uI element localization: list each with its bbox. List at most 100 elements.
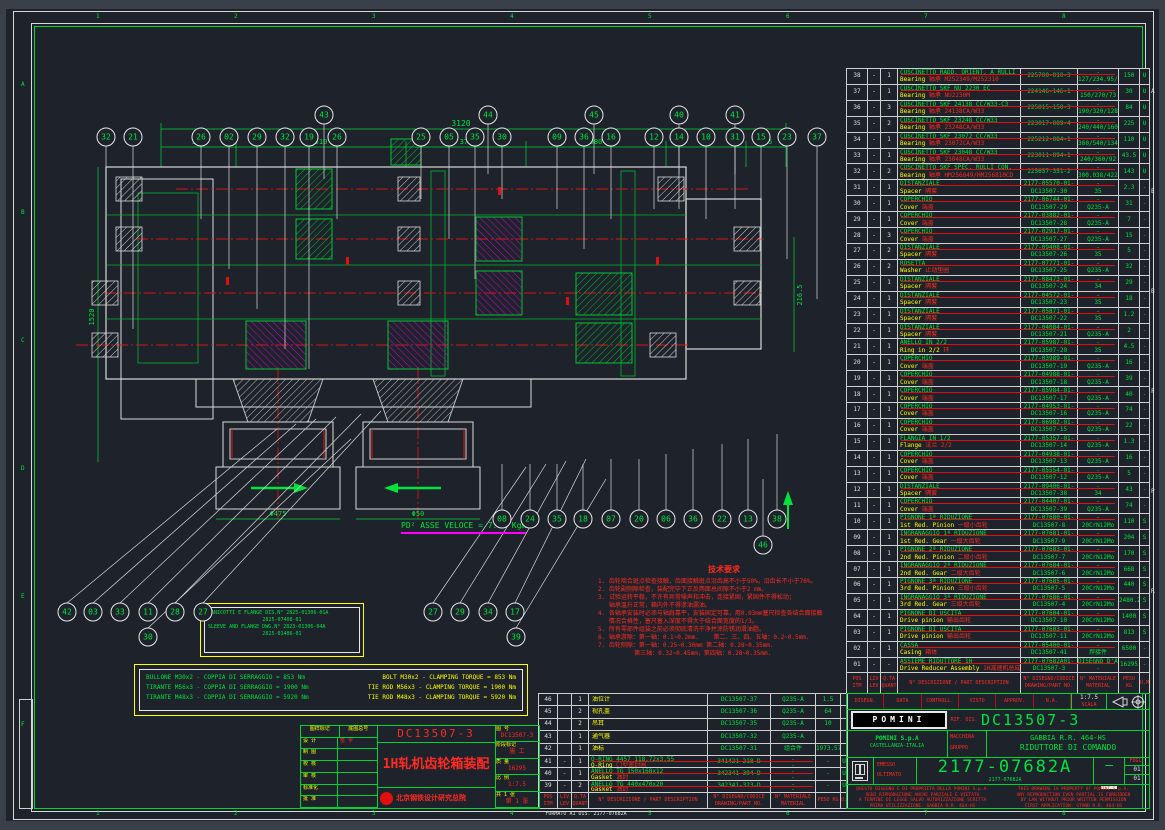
pos-cell: 36 xyxy=(847,101,867,116)
table-row: 08-1PIGNONE 2ª RIDUZIONE2nd Red. Pinion … xyxy=(847,545,1149,561)
pos-cell: 02 xyxy=(847,642,867,657)
qty-cell: 1 xyxy=(880,180,897,195)
weight-cell: 1.5 xyxy=(815,694,840,705)
balloon-callout: 06 xyxy=(657,510,676,529)
qty-cell: 1 xyxy=(880,149,897,164)
sig-header-cell: 图样标记 xyxy=(301,726,340,737)
lev-cell: - xyxy=(867,355,880,370)
unit-cell: - xyxy=(1139,387,1149,402)
technical-notes: 技术要求 1. 齿轮啮合斑点检查接触，齿面接触斑点沿齿高不小于50%，沿齿长不小… xyxy=(598,565,850,658)
part-number-cell: 225657-351-2 xyxy=(1020,164,1077,179)
material-cell: -360/540/134 xyxy=(1077,133,1118,148)
qty-cell: 1 xyxy=(880,419,897,434)
leader-line xyxy=(516,479,606,628)
pallet-icon xyxy=(847,758,874,784)
lev-cell: - xyxy=(867,435,880,450)
torque-english: TIE ROD M48x3 - CLAMPING TORQUE = 5920 N… xyxy=(368,694,516,702)
description-cell: DISTANZIALESpacer 隔套 xyxy=(897,292,1020,307)
table-row: 29-1COPERCHIOCover 端盖2177-03882-01-DC135… xyxy=(847,211,1149,227)
unit-cell: - xyxy=(1139,228,1149,243)
table-row: 15-1FLANGIA IN 1/2Flange 法兰 2/22177-0535… xyxy=(847,434,1149,450)
material-cell: -35 xyxy=(1077,292,1118,307)
balloon-callout: 32 xyxy=(276,128,295,147)
unit-cell: S xyxy=(1139,530,1149,545)
description-cell: COPERCHIOCover 端盖 xyxy=(897,196,1020,211)
header-cell: N° DISEGNO/CODICE DRAWING/PART NO. xyxy=(707,793,770,808)
revision-strike-line xyxy=(901,74,1115,75)
description-cell: PIGNONE 3ª RIDUZIONE3rd Red. Pinion 三级小齿… xyxy=(897,578,1020,593)
qty-cell: 1 xyxy=(880,196,897,211)
lev-cell xyxy=(557,744,571,755)
part-number-cell: 2177-07771-01-DC13507-25 xyxy=(1020,260,1077,275)
qty-cell: 1 xyxy=(880,355,897,370)
part-number-cell: 2177-06744-01-DC13507-29 xyxy=(1020,196,1077,211)
cn-field-value: DC13507-3 xyxy=(495,732,539,739)
qty-cell: 1 xyxy=(880,371,897,386)
unit-cell: S xyxy=(1139,562,1149,577)
emesso-label: EMESSO xyxy=(877,762,916,769)
cn-field-value: 施 工 xyxy=(495,748,539,755)
description-cell: CUSCINETTO SKF 23248 CC/W33Bearing 轴承 23… xyxy=(897,117,1020,132)
part-number-cell: 223017-009-4 xyxy=(1020,117,1077,132)
pos-cell: 16 xyxy=(847,419,867,434)
cn-field-row: 共 1 张第 1 张 xyxy=(495,792,539,808)
qty-cell: 1 xyxy=(880,403,897,418)
weight-cell: 74 xyxy=(1118,498,1139,513)
weight-cell: 150 xyxy=(1118,69,1139,84)
balloon-callout: 19 xyxy=(300,128,319,147)
scale-label: SCALA xyxy=(1072,702,1106,709)
unit-cell: - xyxy=(1139,371,1149,386)
qty-cell: 1 xyxy=(880,212,897,227)
notes-list: 1. 齿轮啮合斑点检查接触，齿面接触斑点沿齿高不小于50%，沿齿长不小于70%。… xyxy=(598,578,850,658)
table-row: 21-1ANELLO IN 2/2Ring in 2/2 环2177-05987… xyxy=(847,338,1149,354)
lev-cell: - xyxy=(867,228,880,243)
weight-cell: 84 xyxy=(1118,101,1139,116)
part-number-cell: 2177-07682A01-DC13507-3 xyxy=(1020,658,1077,673)
reference-drawing-number: DC13507-3 xyxy=(981,711,1080,729)
cn-company-name: 北京钢铁设计研究总院 xyxy=(396,794,466,803)
revision-strike-line xyxy=(901,631,1115,632)
table-row: 05-1INGRANAGGIO 3ª RIDUZIONE3rd Red. Gea… xyxy=(847,593,1149,609)
sig-header-cell: 底图总号 xyxy=(340,726,378,737)
weight-cell: 43.5 xyxy=(1118,149,1139,164)
pos-cell: 18 xyxy=(847,387,867,402)
qty-cell: - xyxy=(880,658,897,673)
description-cell: COPERCHIOCover 端盖 xyxy=(897,371,1020,386)
material-cell: -Q235-A xyxy=(1077,355,1118,370)
lev-cell: - xyxy=(867,387,880,402)
pos-cell: 21 xyxy=(847,339,867,354)
balloon-callout: 27 xyxy=(194,603,213,622)
part-number-cell: DC13507-35 xyxy=(707,719,770,730)
scale-value: 1:7.5 xyxy=(1072,694,1106,702)
unit-cell: S xyxy=(1139,578,1149,593)
lev-cell: - xyxy=(867,642,880,657)
unit-cell: S xyxy=(1139,514,1149,529)
revision-marker: E xyxy=(1151,188,1155,196)
balloon-callout: 31 xyxy=(726,128,745,147)
weight-cell: 5 xyxy=(1118,244,1139,259)
balloon-callout: 44 xyxy=(479,106,498,125)
note-line: 7. 齿轮侧隙：第一轴：0.25~0.30mm 第二轴：0.28~0.35mm. xyxy=(598,642,850,650)
table-row: 16-1COPERCHIOCover 端盖2177-06982-01-DC135… xyxy=(847,418,1149,434)
pos-cell: 22 xyxy=(847,324,867,339)
pos-cell: 38 xyxy=(847,69,867,84)
weight-cell: 813 xyxy=(1118,626,1139,641)
weight-cell: 16 xyxy=(1118,451,1139,466)
description-cell: 吊耳 xyxy=(588,719,707,730)
pos-cell: 32 xyxy=(847,164,867,179)
table-row: 09-1INGRANAGGIO 1ª RIDUZIONE1st Red. Gea… xyxy=(847,529,1149,545)
balloon-callout: 21 xyxy=(124,128,143,147)
unit-cell: - xyxy=(1139,483,1149,498)
table-row: 39-2ANELLO TG 440x470x20Gasket 油封342341-… xyxy=(539,780,847,792)
lev-cell: - xyxy=(557,756,571,767)
material-cell: Q235-A xyxy=(770,694,815,705)
qty-cell: 1 xyxy=(571,756,588,767)
table-row: 32-2CUSCINETTO SKF SPEC. RULLI CON.Beari… xyxy=(847,163,1149,179)
company-city: CASTELLANZA-ITALIA xyxy=(847,743,947,750)
revision-strike-line xyxy=(901,297,1115,298)
lev-cell: - xyxy=(867,308,880,323)
pos-cell: 19 xyxy=(847,371,867,386)
revision-strike-line xyxy=(901,281,1115,282)
balloon-callout: 37 xyxy=(808,128,827,147)
signature-value xyxy=(338,796,377,807)
